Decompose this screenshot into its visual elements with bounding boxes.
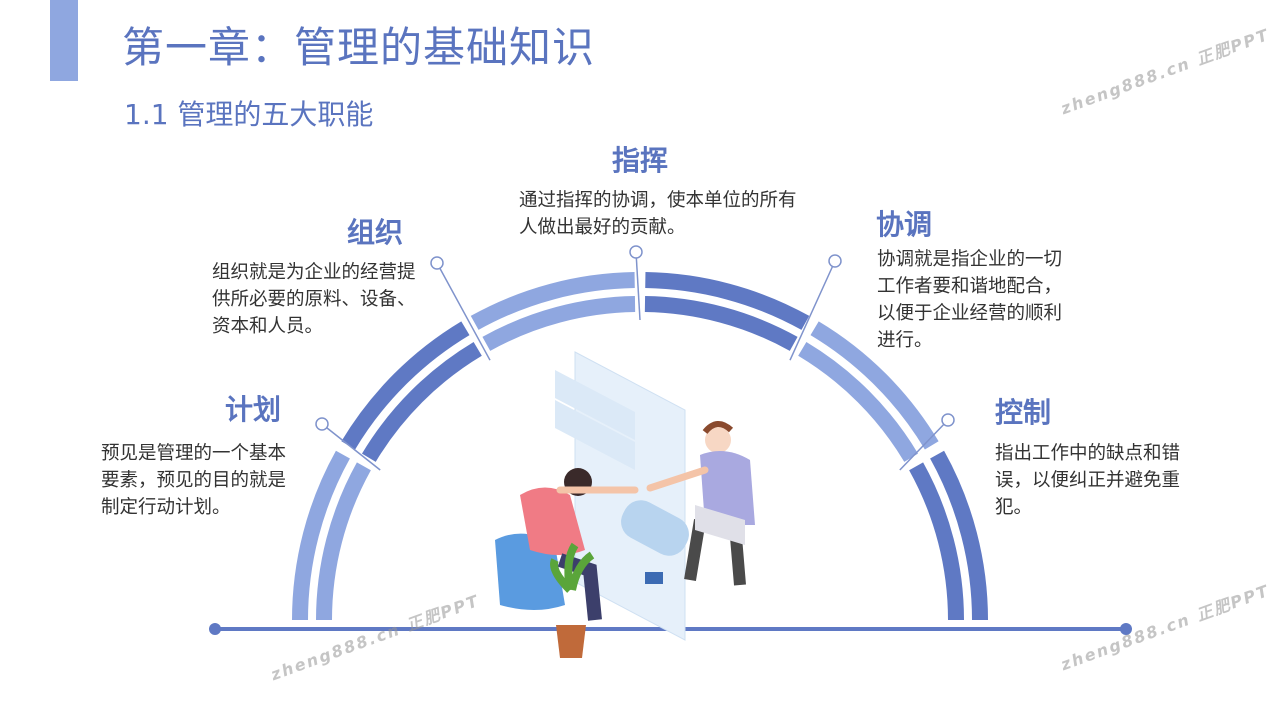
arc-segment — [470, 272, 635, 330]
desc-control: 指出工作中的缺点和错误，以便纠正并避免重犯。 — [995, 443, 1181, 518]
arc-segment — [341, 321, 470, 450]
arc-segment — [930, 450, 988, 620]
arc-segment — [361, 341, 482, 462]
baseline-left-dot — [209, 623, 221, 635]
arc-segment — [645, 272, 810, 330]
section-subtitle: 1.1 管理的五大职能 — [124, 98, 374, 131]
arc-segment — [810, 321, 939, 450]
connector-dot — [430, 256, 444, 270]
meeting-illustration — [495, 351, 755, 658]
connector-line — [899, 419, 949, 471]
desc-command: 通过指挥的协调，使本单位的所有人做出最好的贡献。 — [519, 190, 797, 238]
baseline-right-dot — [1120, 623, 1132, 635]
connector-line — [436, 262, 491, 361]
connector-dot — [941, 413, 955, 427]
heading-coordinate: 协调 — [876, 208, 933, 241]
heading-command: 指挥 — [612, 144, 669, 177]
arc-segment — [482, 296, 636, 351]
arc-segment — [909, 462, 964, 620]
arc-segment — [798, 341, 919, 462]
connector-line — [321, 423, 381, 471]
title-accent-bar — [50, 0, 78, 81]
desc-organize: 组织就是为企业的经营提供所必要的原料、设备、资本和人员。 — [212, 262, 416, 337]
heading-organize: 组织 — [347, 216, 404, 249]
heading-plan: 计划 — [225, 393, 282, 426]
desc-coordinate: 协调就是指企业的一切工作者要和谐地配合，以便于企业经营的顺利进行。 — [877, 249, 1063, 351]
arc-segment — [316, 462, 371, 620]
connector-dot — [629, 245, 643, 259]
desc-plan: 预见是管理的一个基本要素，预见的目的就是制定行动计划。 — [101, 443, 287, 518]
plant-pot — [556, 625, 586, 658]
heading-control: 控制 — [995, 396, 1052, 429]
page-title: 第一章：管理的基础知识 — [122, 23, 596, 72]
arc-segment — [292, 450, 350, 620]
arc-segment — [644, 296, 798, 351]
connector-line — [789, 260, 836, 361]
connector-dot — [828, 254, 842, 268]
connector-dot — [315, 417, 329, 431]
connector-line — [635, 251, 641, 321]
